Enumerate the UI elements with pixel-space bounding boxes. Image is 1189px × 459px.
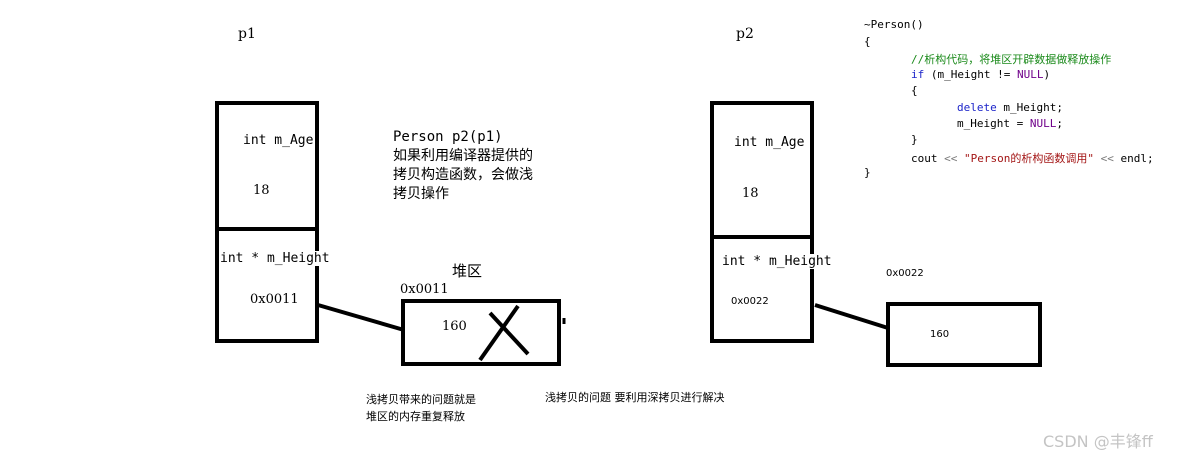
p1-label: p1 <box>238 26 256 42</box>
p2-height-field: int * m_Height <box>722 254 832 269</box>
code-delete-target: m_Height; <box>996 101 1063 114</box>
code-endl: endl; <box>1113 152 1154 165</box>
code-op-1: << <box>944 152 958 165</box>
heap-label: 堆区 <box>452 262 483 280</box>
code-op-2: << <box>1100 152 1114 165</box>
code-string: "Person的析构函数调用" <box>957 152 1101 165</box>
p1-height-value: 0x0011 <box>250 292 299 307</box>
code-line-2: { <box>864 35 871 48</box>
code-if-keyword: if <box>911 68 925 81</box>
p2-age-box <box>710 101 814 239</box>
copy-note-line4: 拷贝操作 <box>393 186 449 202</box>
p1-pointer-line <box>317 303 405 332</box>
code-semicolon: ; <box>1056 117 1063 130</box>
code-if-close: ) <box>1043 68 1051 81</box>
problem-note: 浅拷贝带来的问题就是 堆区的内存重复释放 <box>366 391 476 425</box>
solution-note: 浅拷贝的问题 要利用深拷贝进行解决 <box>545 391 725 404</box>
code-assign: m_Height = <box>957 117 1030 130</box>
code-line-7: m_Height = NULL; <box>957 117 1063 130</box>
p2-height-box <box>710 235 814 343</box>
copy-note: Person p2(p1) 如果利用编译器提供的 拷贝构造函数，会做浅 拷贝操作 <box>393 128 533 204</box>
p1-age-field: int m_Age <box>243 133 314 148</box>
copy-note-line2: 如果利用编译器提供的 <box>393 148 533 164</box>
problem-note-line1: 浅拷贝带来的问题就是 <box>366 393 476 406</box>
x-mark-stroke-b <box>478 304 520 362</box>
p1-height-field: int * m_Height <box>220 251 330 266</box>
p2-pointer-line <box>814 303 889 330</box>
heap-value: 160 <box>442 319 467 334</box>
p2-height-value: 0x0022 <box>731 296 769 307</box>
code-line-6: delete m_Height; <box>957 101 1063 114</box>
p1-height-box <box>215 227 319 343</box>
p2-age-field: int m_Age <box>734 135 805 150</box>
p1-age-box <box>215 101 319 231</box>
watermark: CSDN @丰锋ff <box>1043 432 1153 451</box>
heap2-value: 160 <box>930 329 950 340</box>
heap2-box <box>886 302 1042 367</box>
code-null-2: NULL <box>1029 117 1057 130</box>
heap2-address: 0x0022 <box>886 268 924 279</box>
p1-age-value: 18 <box>253 183 270 198</box>
code-line-8: } <box>911 133 918 146</box>
code-line-1: ~Person() <box>864 18 924 31</box>
p2-age-value: 18 <box>742 186 759 201</box>
copy-note-line3: 拷贝构造函数，会做浅 <box>393 167 533 183</box>
code-line-9: cout << "Person的析构函数调用" << endl; <box>911 150 1154 166</box>
p2-label: p2 <box>736 26 754 42</box>
code-line-3: //析构代码，将堆区开辟数据做释放操作 <box>911 53 1112 66</box>
code-null-1: NULL <box>1016 68 1044 81</box>
code-if-condition: (m_Height != <box>924 68 1017 81</box>
code-line-4: if (m_Height != NULL) <box>911 68 1050 81</box>
code-cout: cout <box>911 152 945 165</box>
code-delete-keyword: delete <box>957 101 997 114</box>
heap-address: 0x0011 <box>400 282 449 297</box>
heap-box <box>401 299 561 366</box>
code-line-5: { <box>911 84 918 97</box>
code-line-10: } <box>864 166 871 179</box>
problem-note-line2: 堆区的内存重复释放 <box>366 410 465 423</box>
copy-note-line1: Person p2(p1) <box>393 129 503 145</box>
x-mark-stroke-a <box>488 311 530 356</box>
